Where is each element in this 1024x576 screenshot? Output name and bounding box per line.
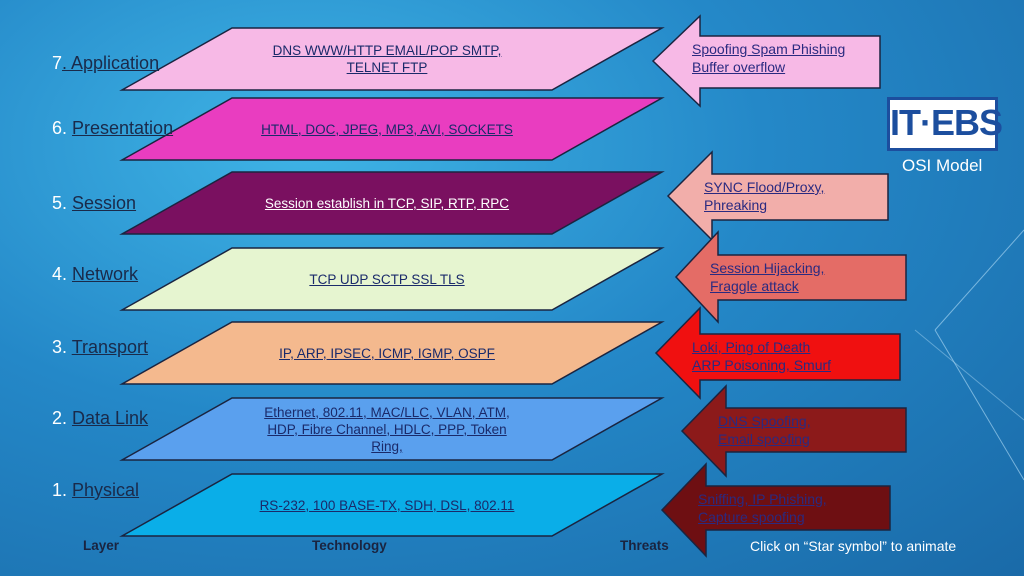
threat-item[interactable]: ARP Poisoning, Smurf [692, 357, 832, 373]
layer-technology-6: HTML, DOC, JPEG, MP3, AVI, SOCKETS [232, 121, 542, 138]
layer-number: 4. [52, 264, 73, 284]
layer-band-5 [119, 171, 665, 235]
layer-band-2 [119, 397, 665, 461]
logo-text: IT·EBS [890, 102, 1003, 143]
layer-technology-7: DNS WWW/HTTP EMAIL/POP SMTP, TELNET FTP [232, 42, 542, 76]
threat-arrow-2 [680, 384, 907, 478]
technology-line[interactable]: HDP, Fibre Channel, HDLC, PPP, Token [267, 421, 507, 437]
osi-model-caption: OSI Model [902, 156, 983, 175]
layer-name-link[interactable]: . Application [62, 53, 160, 73]
threat-list-2: DNS Spoofing, Email spoofing [718, 412, 811, 448]
threat-item[interactable]: Fraggle attack [710, 278, 799, 294]
layer-number: 6. [52, 118, 73, 138]
layer-label-1: 1. Physical [52, 480, 139, 501]
threat-item[interactable]: Spoofing Spam Phishing [692, 41, 846, 57]
layer-number: 1. [52, 480, 73, 500]
footer-layer-label: Layer [83, 538, 120, 553]
layer-technology-5: Session establish in TCP, SIP, RTP, RPC [232, 195, 542, 212]
layer-number: 3. [52, 337, 72, 357]
threat-arrow-7 [651, 14, 881, 108]
layer-label-7: 7. Application [52, 53, 159, 74]
layer-number: 2. [52, 408, 73, 428]
layer-band-6 [119, 97, 665, 161]
layer-label-3: 3. Transport [52, 337, 148, 358]
threat-item[interactable]: DNS Spoofing, [718, 413, 811, 429]
layer-name-link[interactable]: Network [72, 264, 139, 284]
technology-line[interactable]: HTML, DOC, JPEG, MP3, AVI, SOCKETS [261, 121, 513, 137]
layer-number: 5. [52, 193, 73, 213]
threat-list-4: Session Hijacking, Fraggle attack [710, 259, 824, 295]
threat-item[interactable]: Email spoofing [718, 431, 810, 447]
layer-band-1 [119, 473, 665, 537]
layer-label-2: 2. Data Link [52, 408, 148, 429]
threat-item[interactable]: Buffer overflow [692, 59, 786, 75]
threat-arrow-5 [666, 150, 889, 242]
layer-technology-3: IP, ARP, IPSEC, ICMP, IGMP, OSPF [232, 345, 542, 362]
animate-hint: Click on “Star symbol” to animate [750, 538, 957, 554]
itebs-logo: IT·EBS [887, 97, 1003, 151]
footer-threats-label: Threats [620, 538, 669, 553]
layer-technology-2: Ethernet, 802.11, MAC/LLC, VLAN, ATM,HDP… [232, 404, 542, 455]
layer-name-link[interactable]: Session [72, 193, 137, 213]
layer-name-link[interactable]: Transport [71, 337, 149, 357]
technology-line[interactable]: DNS WWW/HTTP EMAIL/POP SMTP, [272, 43, 502, 58]
threat-item[interactable]: Phreaking [704, 197, 768, 213]
decorative-lines [914, 229, 1024, 481]
threat-arrow-3 [654, 306, 901, 400]
layer-name-link[interactable]: Presentation [72, 118, 174, 138]
layer-band-7 [119, 27, 665, 91]
layer-band-4 [119, 247, 665, 311]
layer-name-link[interactable]: Physical [72, 480, 140, 500]
layer-technology-4: TCP UDP SCTP SSL TLS [232, 271, 542, 288]
footer-technology-label: Technology [312, 538, 387, 553]
technology-line[interactable]: RS-232, 100 BASE-TX, SDH, DSL, 802.11 [259, 497, 515, 513]
layer-band-3 [119, 321, 665, 385]
layer-label-5: 5. Session [52, 193, 136, 214]
layer-label-4: 4. Network [52, 264, 138, 285]
technology-line[interactable]: IP, ARP, IPSEC, ICMP, IGMP, OSPF [279, 345, 495, 361]
threat-item[interactable]: Loki, Ping of Death [692, 339, 811, 355]
threat-arrow-4 [674, 230, 907, 324]
threat-item[interactable]: Session Hijacking, [710, 260, 825, 276]
threat-list-5: SYNC Flood/Proxy, Phreaking [704, 178, 824, 214]
technology-line[interactable]: Ethernet, 802.11, MAC/LLC, VLAN, ATM, [264, 404, 510, 420]
threat-item[interactable]: Capture spoofing [698, 509, 805, 525]
layer-name-link[interactable]: Data Link [72, 408, 149, 428]
threat-item[interactable]: SYNC Flood/Proxy, [704, 179, 825, 195]
technology-line[interactable]: TCP UDP SCTP SSL TLS [309, 271, 465, 287]
layer-number: 7 [52, 53, 63, 73]
technology-line[interactable]: TELNET FTP [346, 60, 428, 75]
technology-line[interactable]: Session establish in TCP, SIP, RTP, RPC [264, 195, 510, 211]
layer-label-6: 6. Presentation [52, 118, 173, 139]
threat-arrow-1 [660, 462, 891, 558]
threat-list-1: Sniffing, IP Phishing, Capture spoofing [698, 490, 827, 526]
technology-line[interactable]: Ring, [371, 438, 403, 454]
layer-technology-1: RS-232, 100 BASE-TX, SDH, DSL, 802.11 [232, 497, 542, 514]
threat-item[interactable]: Sniffing, IP Phishing, [698, 491, 827, 507]
